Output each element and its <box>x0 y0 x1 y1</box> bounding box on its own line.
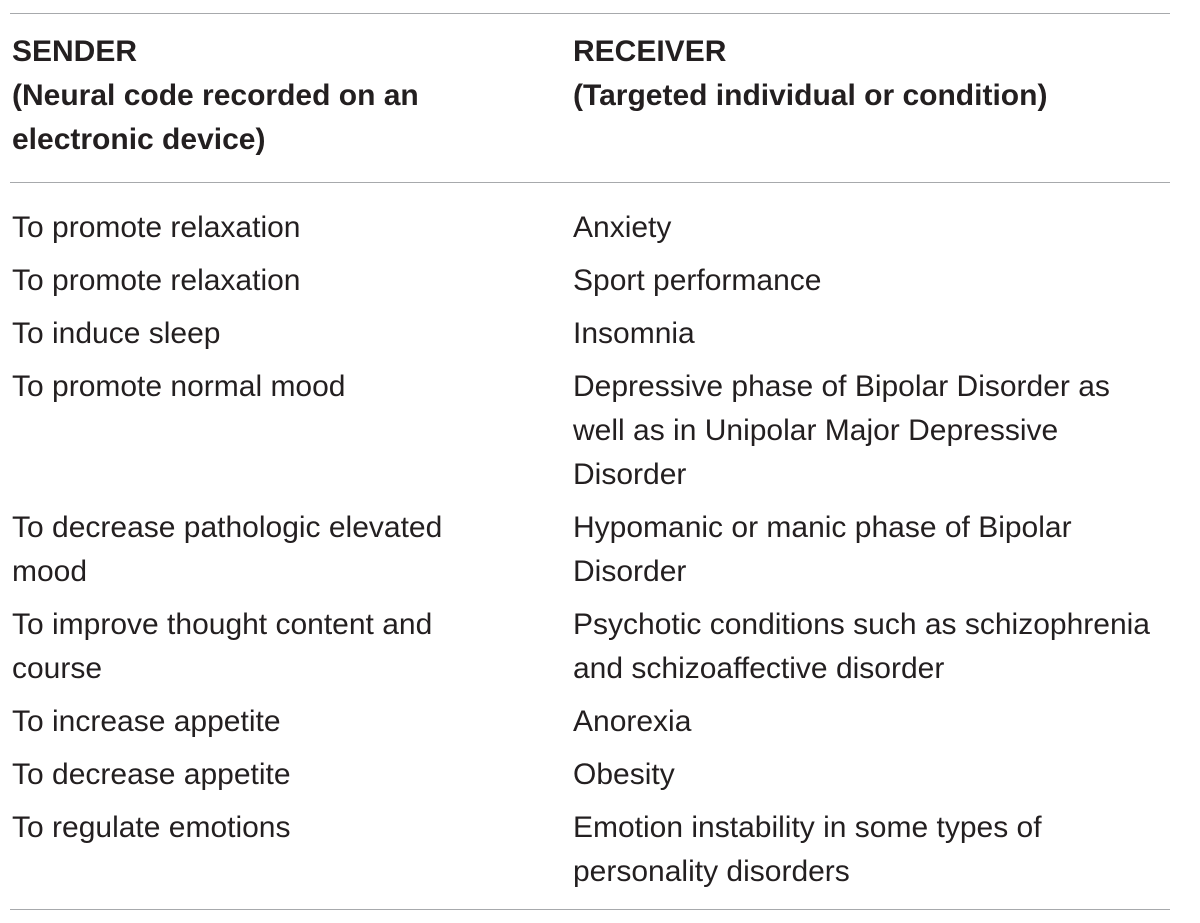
table-header-rule <box>10 182 1170 183</box>
receiver-cell: Psychotic conditions such as schizophren… <box>573 608 1150 685</box>
sender-cell: To improve thought content and course <box>12 608 433 685</box>
sender-cell: To decrease appetite <box>12 758 291 791</box>
table-row: To induce sleep Insomnia <box>12 312 1192 365</box>
table-row: To increase appetite Anorexia <box>12 700 1192 753</box>
table-bottom-rule <box>10 909 1170 910</box>
sender-cell: To promote normal mood <box>12 370 346 403</box>
header-sender: SENDER (Neural code recorded on an elect… <box>12 30 573 188</box>
table-body: To promote relaxation Anxiety To promote… <box>12 188 1192 903</box>
receiver-cell: Emotion instability in some types of per… <box>573 811 1042 888</box>
receiver-cell: Depressive phase of Bipolar Disorder as … <box>573 370 1110 491</box>
table-row: To decrease appetite Obesity <box>12 753 1192 806</box>
sender-cell: To decrease pathologic elevated mood <box>12 511 443 588</box>
receiver-cell: Anorexia <box>573 705 692 738</box>
sender-cell: To regulate emotions <box>12 811 291 844</box>
sender-cell: To promote relaxation <box>12 211 301 244</box>
table-row: To decrease pathologic elevated mood Hyp… <box>12 506 1192 603</box>
header-receiver-title: RECEIVER <box>573 35 727 68</box>
sender-cell: To promote relaxation <box>12 264 301 297</box>
receiver-cell: Anxiety <box>573 211 672 244</box>
table-row: To improve thought content and course Ps… <box>12 603 1192 700</box>
table-row: To promote normal mood Depressive phase … <box>12 365 1192 506</box>
header-receiver: RECEIVER (Targeted individual or conditi… <box>573 30 1192 188</box>
header-sender-title: SENDER <box>12 35 138 68</box>
receiver-cell: Hypomanic or manic phase of Bipolar Diso… <box>573 511 1072 588</box>
sender-cell: To induce sleep <box>12 317 221 350</box>
table-row: To regulate emotions Emotion instability… <box>12 806 1192 903</box>
table-top-rule <box>10 13 1170 14</box>
receiver-cell: Insomnia <box>573 317 695 350</box>
data-table: SENDER (Neural code recorded on an elect… <box>12 30 1192 903</box>
receiver-cell: Obesity <box>573 758 675 791</box>
header-row: SENDER (Neural code recorded on an elect… <box>12 30 1192 188</box>
header-sender-subtitle: (Neural code recorded on an electronic d… <box>12 79 419 156</box>
receiver-cell: Sport performance <box>573 264 822 297</box>
table-row: To promote relaxation Anxiety <box>12 188 1192 259</box>
table-header: SENDER (Neural code recorded on an elect… <box>12 30 1192 188</box>
table-row: To promote relaxation Sport performance <box>12 259 1192 312</box>
header-receiver-subtitle: (Targeted individual or condition) <box>573 79 1048 112</box>
sender-cell: To increase appetite <box>12 705 281 738</box>
